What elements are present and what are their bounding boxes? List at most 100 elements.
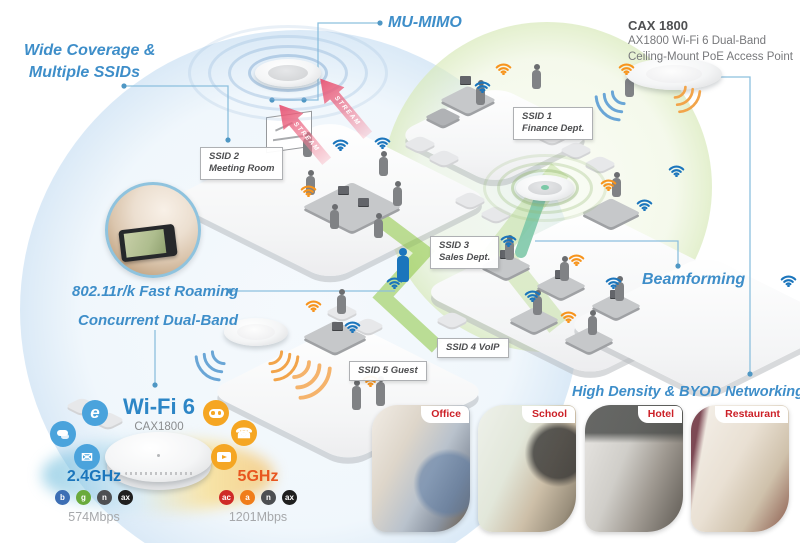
ssid2-label: SSID 2 Meeting Room	[200, 147, 284, 180]
scenario-photo-office: Office	[372, 405, 470, 532]
ceiling-access-point	[516, 175, 574, 201]
wifi-ripple	[483, 154, 607, 222]
product-name: CAX 1800	[628, 18, 688, 33]
wifi-signal-icon	[474, 81, 491, 93]
smartphone-icon	[118, 223, 178, 263]
scenario-photo-restaurant: Restaurant	[691, 405, 789, 532]
person-figure	[306, 170, 315, 195]
ssid1-name: Finance Dept.	[522, 123, 585, 135]
laptop	[358, 198, 369, 206]
cax1800-product-photo	[224, 318, 288, 346]
wifi6-model: CAX1800	[134, 421, 184, 433]
roaming-user-figure	[397, 248, 409, 282]
email-icon: ✉	[74, 444, 100, 470]
browser-icon: e	[82, 400, 108, 426]
ssid3-label: SSID 3 Sales Dept.	[430, 236, 500, 269]
person-figure	[352, 380, 361, 410]
person-figure	[393, 181, 402, 206]
ap-vent-dots	[125, 472, 193, 475]
wifi-signal-icon	[300, 185, 317, 197]
ssid3-id: SSID 3	[439, 240, 470, 251]
wifi-signal-icon	[600, 179, 617, 191]
standard-badge-ax: ax	[282, 490, 297, 505]
wifi-signal-icon	[524, 290, 541, 302]
scenario-tag: Restaurant	[715, 406, 788, 423]
ssid2-id: SSID 2	[209, 151, 240, 162]
scenario-tag: School	[521, 406, 575, 423]
person-figure	[615, 276, 624, 301]
person-figure	[337, 289, 346, 314]
band-5-block: 5GHz ac a n ax 1201Mbps	[202, 468, 314, 524]
wifi-signal-icon	[560, 311, 577, 323]
video-icon	[211, 444, 237, 470]
ceiling-access-point	[255, 59, 321, 87]
ap-led-dot	[157, 454, 160, 457]
wifi-signal-icon	[305, 300, 322, 312]
scenario-photo-hotel: Hotel	[585, 405, 683, 532]
cax1800-product-photo	[626, 58, 722, 90]
ssid4-label: SSID 4 VoIP	[437, 338, 509, 359]
product-tagline-line2: Ceiling-Mount PoE Access Point	[628, 51, 793, 64]
monitor	[460, 76, 471, 84]
product-tagline-line1: AX1800 Wi-Fi 6 Dual-Band	[628, 35, 767, 47]
scenario-tag: Hotel	[637, 406, 682, 423]
band-5-speed: 1201Mbps	[228, 510, 288, 524]
band-24-standards: b g n ax	[38, 490, 150, 505]
feature-beamforming: Beamforming	[642, 271, 746, 288]
printer	[332, 322, 343, 330]
feature-high-density: High Density & BYOD Networking	[572, 384, 800, 400]
standard-badge-n: n	[97, 490, 112, 505]
product-title-block: CAX 1800 AX1800 Wi-Fi 6 Dual-Band Ceilin…	[628, 18, 793, 65]
standard-badge-ax: ax	[118, 490, 133, 505]
wifi-signal-icon	[605, 277, 622, 289]
feature-mu-mimo: MU-MIMO	[388, 14, 462, 31]
wifi6-title-block: Wi-Fi 6 CAX1800	[104, 394, 214, 433]
person-figure	[612, 172, 621, 197]
feature-wide-coverage: Wide Coverage & Multiple SSIDs	[24, 40, 156, 83]
wifi-signal-icon	[374, 137, 391, 149]
chat-icon	[50, 421, 76, 447]
standard-badge-g: g	[76, 490, 91, 505]
ssid1-id: SSID 1	[522, 111, 553, 122]
wifi-signal-icon	[495, 63, 512, 75]
person-figure	[505, 235, 514, 260]
ap-status-led	[541, 185, 549, 190]
video-call-inset-photo	[105, 182, 201, 278]
standard-badge-a: a	[240, 490, 255, 505]
person-figure	[374, 213, 383, 238]
wifi-signal-icon	[568, 254, 585, 266]
standard-badge-b: b	[55, 490, 70, 505]
feature-wide-coverage-line1: Wide Coverage &	[24, 42, 156, 59]
person-figure	[330, 204, 339, 229]
wifi-signal-icon	[668, 165, 685, 177]
ssid3-name: Sales Dept.	[439, 252, 491, 264]
band-24-label: 2.4GHz	[66, 468, 122, 485]
laptop	[338, 186, 349, 194]
wifi-signal-icon	[780, 275, 797, 287]
wifi-signal-icon	[344, 321, 361, 333]
voip-icon: ☎	[231, 420, 257, 446]
person-figure	[532, 64, 541, 89]
band-5-standards: ac a n ax	[202, 490, 314, 505]
wifi-signal-icon	[386, 277, 403, 289]
band-24-speed: 574Mbps	[68, 510, 120, 524]
scenario-tag: Office	[421, 406, 469, 423]
wifi-signal-icon	[332, 139, 349, 151]
wifi-signal-icon	[636, 199, 653, 211]
ssid2-name: Meeting Room	[209, 163, 275, 175]
person-figure	[560, 256, 569, 281]
feature-wide-coverage-line2: Multiple SSIDs	[28, 63, 140, 81]
ssid5-label: SSID 5 Guest	[349, 361, 427, 382]
scenario-photo-school: School	[478, 405, 576, 532]
ssid1-label: SSID 1 Finance Dept.	[513, 107, 594, 140]
person-figure	[379, 151, 388, 176]
feature-dual-band: Concurrent Dual-Band	[78, 312, 239, 329]
gaming-icon	[203, 400, 229, 426]
standard-badge-n: n	[261, 490, 276, 505]
person-figure	[588, 310, 597, 335]
band-5-label: 5GHz	[237, 468, 279, 485]
wifi6-title: Wi-Fi 6	[123, 394, 195, 419]
wifi-signal-icon	[500, 235, 517, 247]
feature-fast-roaming: 802.11r/k Fast Roaming	[72, 283, 239, 300]
